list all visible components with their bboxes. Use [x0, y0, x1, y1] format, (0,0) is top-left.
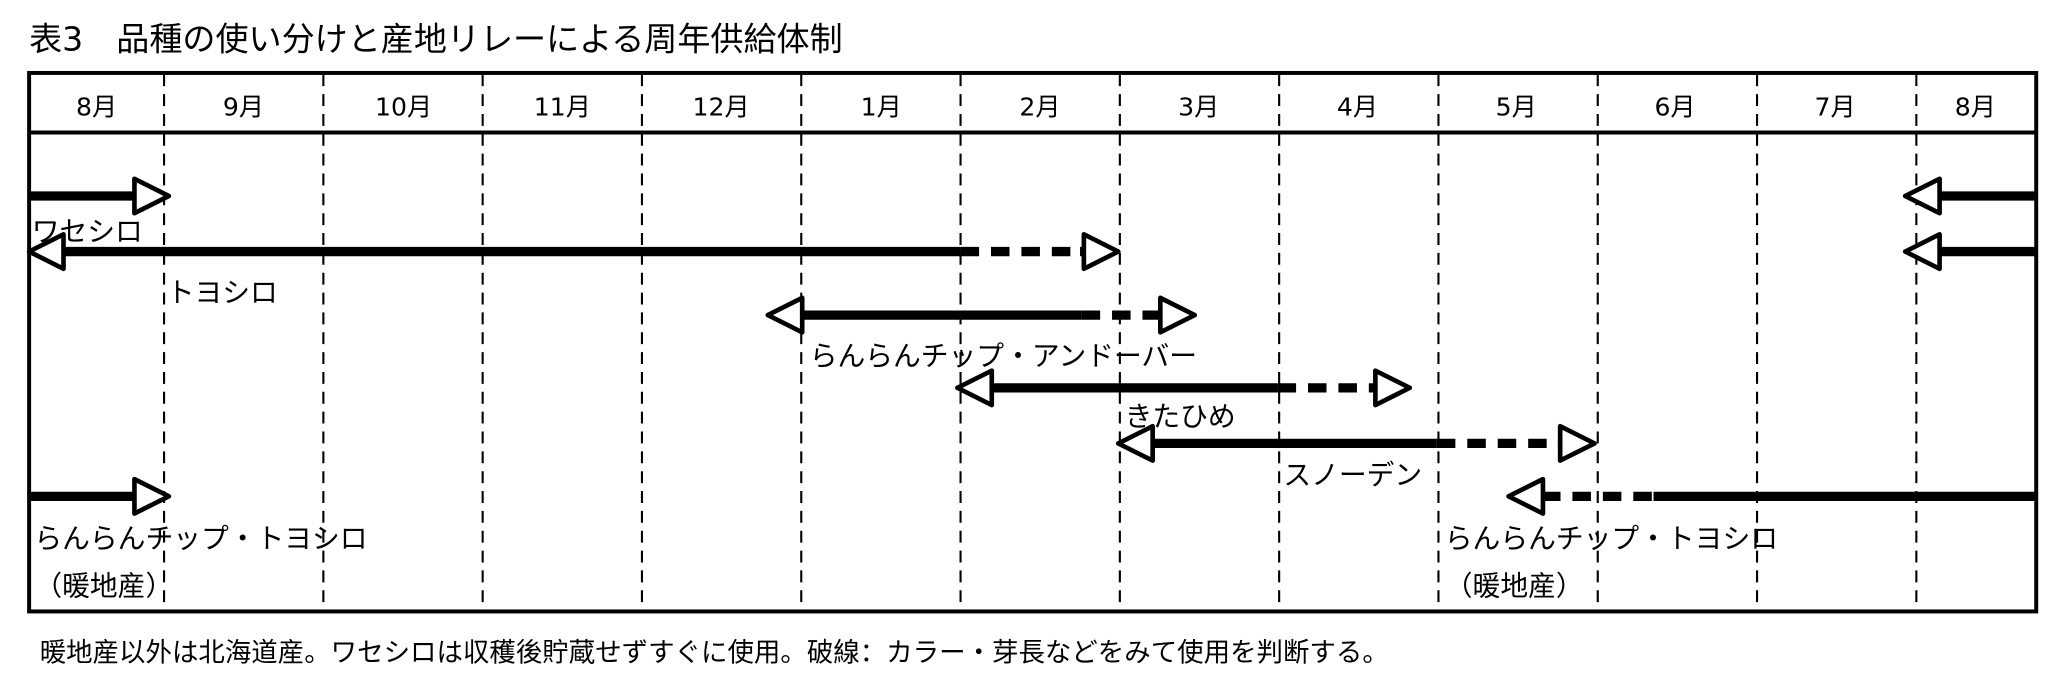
month-label: 4月 [1337, 92, 1378, 121]
month-label: 7月 [1815, 92, 1856, 121]
supply-arrow [26, 232, 1121, 272]
arrow-head-right-icon [1158, 295, 1198, 335]
variety-label-snowden: スノーデン [1283, 458, 1422, 491]
table-frame [27, 70, 2039, 614]
variety-label-kitahime: きたひめ [1125, 400, 1236, 433]
diagram-title: 表3 品種の使い分けと産地リレーによる周年供給体制 [29, 19, 843, 58]
month-label: 12月 [693, 92, 750, 121]
month-gridlines [163, 74, 1918, 611]
supply-arrow [955, 368, 1413, 408]
arrow-head-right-icon [1557, 423, 1597, 463]
month-header: 8月 9月 10月 11月 12月 1月 2月 3月 4月 5月 6月 7月 8… [76, 92, 1996, 121]
arrow-head-left-icon [1115, 423, 1155, 463]
arrow-head-right-icon [132, 476, 172, 516]
arrow-head-left-icon [1506, 476, 1546, 516]
supply-arrow [29, 476, 172, 516]
month-label: 2月 [1019, 92, 1060, 121]
variety-labels: ワセシロ トヨシロ らんらんチップ・アンドーバー きたひめ スノーデン らんらん… [32, 215, 1778, 603]
supply-arrow [1115, 423, 1597, 463]
footnote: 暖地産以外は北海道産。ワセシロは収穫後貯蔵せずすぐに使用。破線：カラー・芽長など… [40, 638, 1389, 669]
variety-label-ranran-toyoshiro-2: らんらんチップ・トヨシロ [1445, 522, 1778, 555]
arrow-head-right-icon [1373, 368, 1413, 408]
month-label: 11月 [534, 92, 591, 121]
variety-label-toyoshiro: トヨシロ [167, 276, 278, 309]
arrow-head-left-icon [26, 232, 66, 272]
month-label: 8月 [1955, 92, 1996, 121]
supply-arrow [1506, 476, 2036, 516]
arrow-head-left-icon [1902, 176, 1942, 216]
month-label: 6月 [1654, 92, 1695, 121]
arrow-head-right-icon [1081, 232, 1121, 272]
variety-origin-label: （暖地産） [34, 570, 173, 603]
variety-label-wasesiro: ワセシロ [32, 215, 143, 248]
month-label: 5月 [1496, 92, 1537, 121]
variety-label-ranran-andover: らんらんチップ・アンドーバー [810, 339, 1197, 372]
supply-arrow [1902, 232, 2036, 272]
supply-arrows [26, 176, 2036, 516]
arrow-head-right-icon [132, 176, 172, 216]
month-label: 8月 [76, 92, 117, 121]
variety-origin-label-2: （暖地産） [1445, 570, 1584, 603]
month-label: 9月 [223, 92, 264, 121]
month-label: 1月 [861, 92, 902, 121]
month-label: 3月 [1178, 92, 1219, 121]
arrow-head-left-icon [765, 295, 805, 335]
variety-label-ranran-toyoshiro: らんらんチップ・トヨシロ [34, 522, 367, 555]
supply-arrow [765, 295, 1198, 335]
arrow-head-left-icon [1902, 232, 1942, 272]
supply-arrow [29, 176, 172, 216]
arrow-head-left-icon [955, 368, 995, 408]
supply-arrow [1902, 176, 2036, 216]
month-label: 10月 [375, 92, 432, 121]
